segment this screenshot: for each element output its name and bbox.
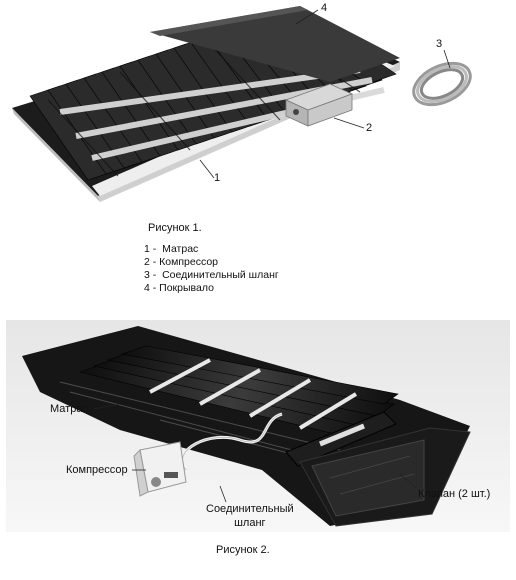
legend-item-3: 3 - Соединительный шланг [144,269,279,281]
mattress-base-side [12,108,100,202]
legend-item-2: 2 - Компрессор [144,256,219,268]
figure-2-caption: Рисунок 2. [216,544,270,556]
label-hose-line2: шланг [234,517,266,529]
photo-cover-pocket [311,439,425,517]
figure-1-caption: Рисунок 1. [148,222,202,234]
photo-air-cells [59,345,399,467]
compressor-device [284,83,354,127]
hose-coil [412,61,472,107]
photo-compressor [133,441,187,497]
label-hose-line1: Соединительный [206,503,294,515]
label-hose: Соединительный шланг [206,502,294,530]
callout-4: 4 [321,2,328,14]
label-compressor: Компрессор [66,464,128,476]
mattress-cover-edge [150,6,308,36]
figure-1-legend: 1 - Матрас 2 - Компрессор 3 - Соединител… [144,243,279,295]
callout-3: 3 [436,38,443,50]
legend-item-4: 4 - Покрывало [144,282,214,294]
callout-1: 1 [214,172,221,184]
label-valve: Клапан (2 шт.) [418,488,491,500]
callout-2: 2 [366,122,373,134]
label-mattress: Матрас [50,403,88,415]
legend-item-1: 1 - Матрас [144,243,199,255]
